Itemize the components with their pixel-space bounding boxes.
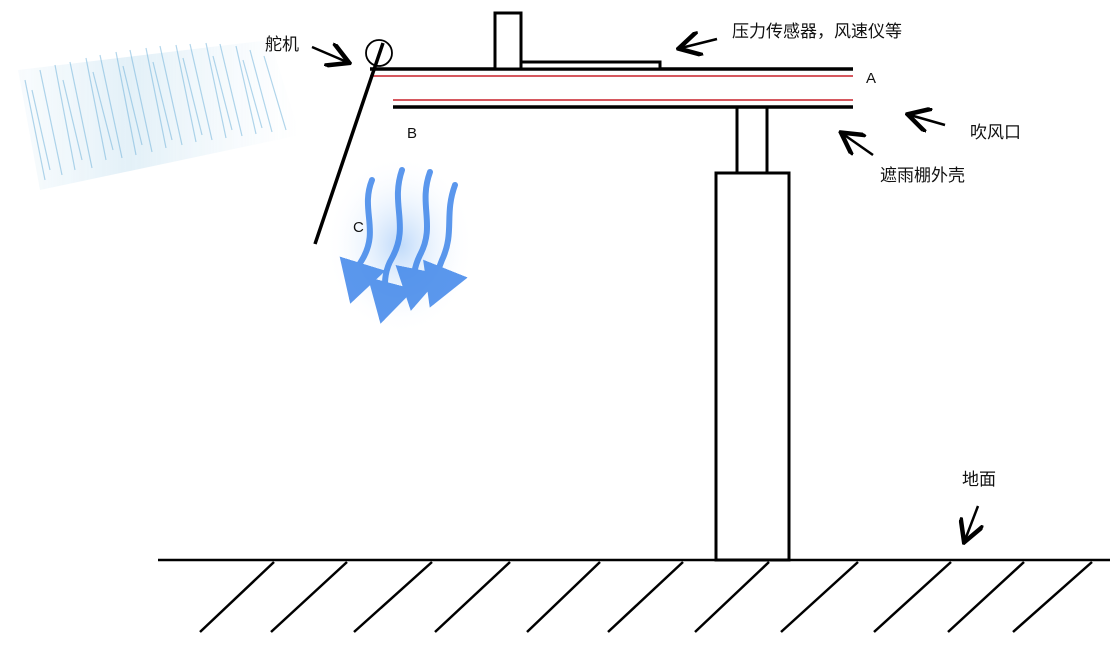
- label-point-a: A: [866, 70, 877, 87]
- airflow-arrows-icon: [325, 155, 475, 335]
- rain-icon: [18, 40, 300, 190]
- label-point-c: C: [353, 219, 364, 236]
- sensor-unit: [493, 11, 662, 71]
- label-ground: 地面: [962, 470, 996, 490]
- servo-flap: [313, 39, 393, 245]
- shelter-shell: [370, 67, 853, 109]
- ground: [158, 558, 1110, 633]
- label-sensors: 压力传感器，风速仪等: [732, 22, 902, 42]
- label-shell: 遮雨棚外壳: [880, 166, 965, 186]
- label-servo: 舵机: [265, 35, 299, 55]
- pointer-arrows: [311, 39, 978, 540]
- label-blower-outlet: 吹风口: [970, 123, 1021, 143]
- support-column: [714, 105, 791, 562]
- label-point-b: B: [407, 125, 418, 142]
